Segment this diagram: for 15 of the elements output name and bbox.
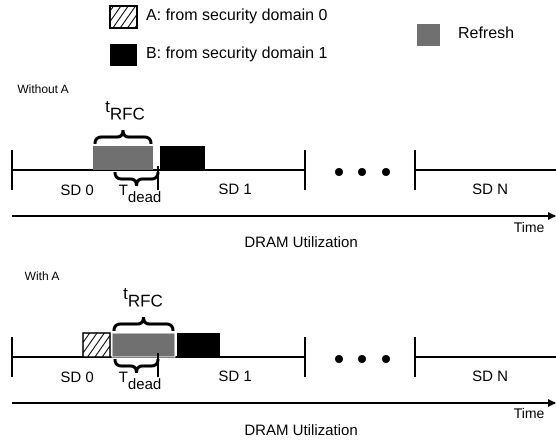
legend-text: B: from security domain 1 (146, 45, 328, 63)
domain-label: SD 0 (60, 370, 94, 386)
domain-label: SD N (472, 369, 508, 386)
axis-label: Time (514, 406, 544, 422)
domain-label: SD 0 (60, 183, 94, 200)
domain-label: SD 1 (218, 369, 252, 386)
axis-label: Time (514, 220, 544, 236)
panel-heading: With A (24, 270, 60, 284)
domain-label: SD N (472, 182, 508, 198)
legend-text: A: from security domain 0 (146, 7, 328, 25)
axis-title: DRAM Utilization (244, 235, 358, 252)
axis-title: DRAM Utilization (244, 423, 358, 440)
domain-label: SD 1 (218, 182, 252, 198)
legend-text: Refresh (458, 25, 514, 43)
panel-heading: Without A (17, 83, 69, 96)
